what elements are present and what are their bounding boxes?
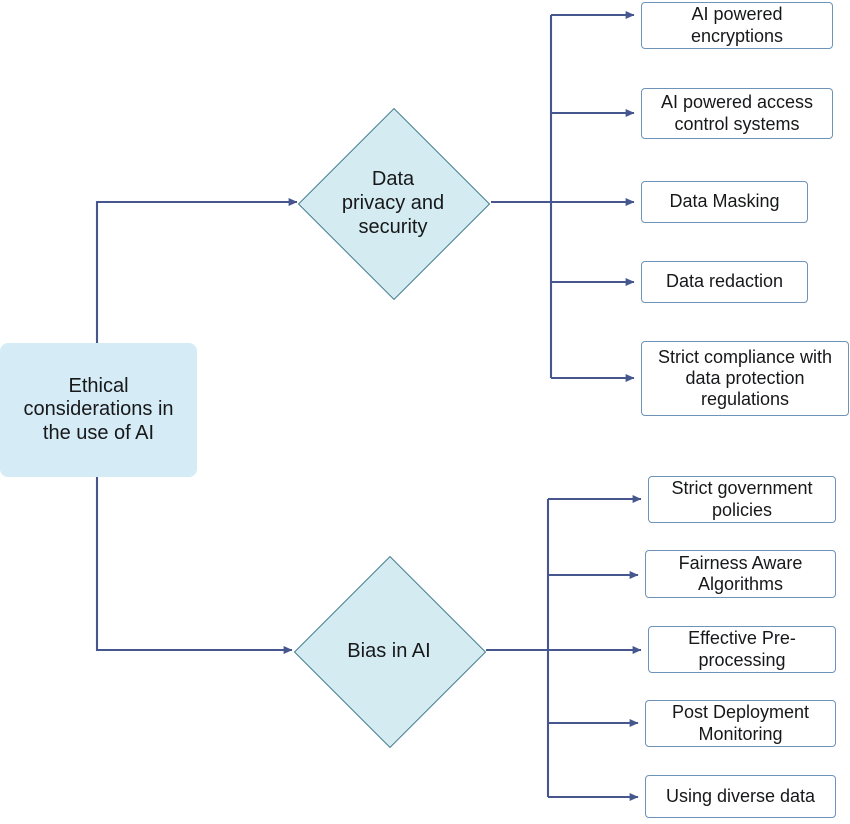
node-leaf-label: AI powered access control systems bbox=[660, 92, 814, 134]
node-decision-data-privacy-and-security[interactable]: Data privacy and security bbox=[297, 107, 491, 301]
node-decision-label: Bias in AI bbox=[347, 640, 431, 662]
node-leaf-effective-pre-processing[interactable]: Effective Pre- processing bbox=[648, 626, 836, 673]
node-leaf-data-masking[interactable]: Data Masking bbox=[641, 181, 808, 223]
node-leaf-label: Strict government policies bbox=[671, 478, 813, 520]
node-leaf-label: Data redaction bbox=[665, 271, 784, 292]
node-leaf-label: Fairness Aware Algorithms bbox=[678, 552, 803, 594]
node-decision-label: Data privacy and security bbox=[341, 168, 445, 238]
node-root-label: Ethical considerations in the use of AI bbox=[23, 374, 174, 444]
node-decision-bias-in-ai[interactable]: Bias in AI bbox=[293, 555, 487, 749]
node-leaf-ai-powered-access-control-systems[interactable]: AI powered access control systems bbox=[641, 88, 833, 139]
node-leaf-label: Data Masking bbox=[669, 191, 780, 212]
edge-root-to-bias bbox=[95, 477, 293, 654]
node-leaf-fairness-aware-algorithms[interactable]: Fairness Aware Algorithms bbox=[645, 550, 836, 598]
node-leaf-strict-compliance-with-data-protection-regulations[interactable]: Strict compliance with data protection r… bbox=[641, 341, 849, 416]
node-leaf-label: AI powered encryptions bbox=[690, 4, 784, 46]
node-leaf-data-redaction[interactable]: Data redaction bbox=[641, 261, 808, 303]
node-root[interactable]: Ethical considerations in the use of AI bbox=[0, 343, 197, 477]
node-leaf-post-deployment-monitoring[interactable]: Post Deployment Monitoring bbox=[645, 700, 836, 747]
node-leaf-label: Using diverse data bbox=[665, 785, 816, 806]
node-leaf-label: Strict compliance with data protection r… bbox=[657, 346, 833, 410]
node-leaf-using-diverse-data[interactable]: Using diverse data bbox=[645, 775, 836, 818]
node-leaf-strict-government-policies[interactable]: Strict government policies bbox=[648, 476, 836, 523]
node-leaf-label: Post Deployment Monitoring bbox=[671, 702, 810, 744]
edge-root-to-data-privacy bbox=[95, 198, 298, 343]
node-leaf-ai-powered-encryptions[interactable]: AI powered encryptions bbox=[641, 2, 833, 49]
node-leaf-label: Effective Pre- processing bbox=[688, 628, 796, 670]
